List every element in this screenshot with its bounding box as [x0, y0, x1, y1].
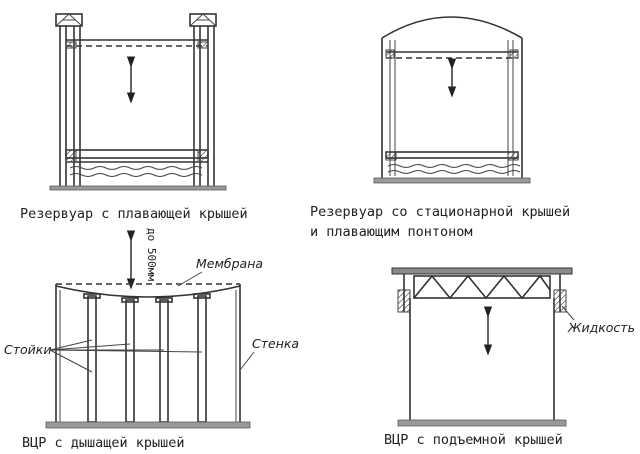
- liquid-surface: [387, 164, 521, 174]
- stationary-roof-tank-diagram: Резервуар со стационарной крышей и плава…: [310, 16, 570, 240]
- right-top-truss: [189, 13, 217, 27]
- breathing-roof-tank-diagram: до 500мм Мембрана Стойки: [4, 228, 299, 451]
- roof-truss: [413, 274, 551, 300]
- lift-roof-caption: ВЦР с подъемной крышей: [384, 432, 563, 448]
- breathing-roof-caption: ВЦР с дышащей крышей: [22, 435, 185, 451]
- membrane-label: Мембрана: [196, 256, 263, 271]
- wall-label: Стенка: [252, 336, 299, 351]
- membrane-leader: [177, 271, 203, 287]
- ground-base: [49, 185, 227, 191]
- posts-leaders: [49, 339, 203, 373]
- liquid-leader: [561, 305, 575, 321]
- liquid-surface: [69, 166, 203, 177]
- lift-roof-plate: [391, 267, 573, 275]
- stationary-dome-roof: [381, 16, 523, 39]
- liquid-seal-left: [397, 289, 411, 313]
- lift-roof-tank-diagram: Жидкость ВЦР с подъемной крышей: [384, 267, 635, 448]
- stationary-roof-caption-line1: Резервуар со стационарной крышей: [310, 204, 570, 220]
- liquid-label: Жидкость: [567, 320, 635, 335]
- support-posts: [83, 293, 211, 423]
- floating-roof-deck: [65, 149, 209, 163]
- ground-base: [373, 177, 531, 184]
- roof-upper-position: [65, 39, 209, 49]
- floating-roof-caption: Резервуар с плавающей крышей: [20, 206, 248, 222]
- ground-base: [397, 419, 567, 427]
- stationary-roof-caption-line2: и плавающим понтоном: [310, 224, 473, 240]
- membrane-sag-line: [55, 285, 241, 298]
- posts-label: Стойки: [4, 342, 51, 357]
- wall-leader: [239, 351, 255, 371]
- dimension-label: до 500мм: [145, 228, 158, 281]
- ground-base: [45, 421, 251, 429]
- pontoon-upper-position: [385, 49, 519, 59]
- pontoon-guides: [389, 40, 514, 176]
- floating-pontoon: [385, 151, 519, 161]
- left-top-truss: [55, 13, 83, 27]
- floating-roof-tank-diagram: Резервуар с плавающей крышей: [20, 13, 248, 222]
